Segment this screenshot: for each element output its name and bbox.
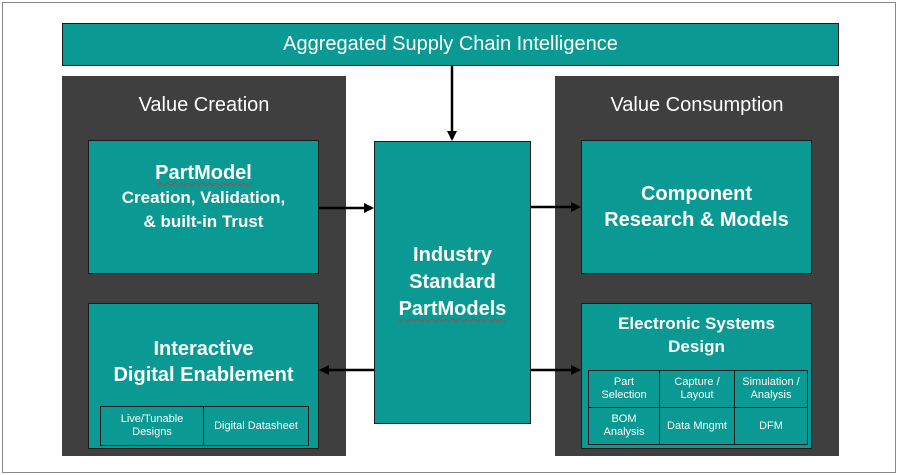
supply-chain-banner: Aggregated Supply Chain Intelligence [62, 23, 839, 66]
center-line3: PartModels [398, 298, 507, 320]
esd-line1: Electronic Systems [618, 314, 775, 333]
dfm-cell: DFM [734, 407, 808, 445]
partmodel-line2: & built-in Trust [143, 212, 264, 231]
research-line2: Research & Models [604, 209, 789, 231]
cell-label: Simulation / Analysis [742, 376, 800, 401]
center-line1: Industry [413, 244, 492, 266]
cell-label: DFM [759, 419, 783, 432]
enablement-line2: Digital Enablement [113, 364, 294, 386]
component-research-box: Component Research & Models [581, 140, 812, 274]
value-consumption-title: Value Consumption [610, 94, 784, 116]
part-selection-cell: Part Selection [588, 370, 660, 408]
digital-enablement-box: Interactive Digital Enablement Live/Tuna… [88, 303, 319, 449]
partmodel-line1: Creation, Validation, [121, 188, 286, 207]
digital-datasheet-cell: Digital Datasheet [203, 406, 309, 446]
cell-label: Data Mngmt [667, 419, 727, 432]
cell-label: Part Selection [601, 376, 647, 401]
bom-analysis-cell: BOM Analysis [588, 407, 660, 445]
value-creation-title: Value Creation [138, 94, 270, 116]
research-line1: Component [640, 183, 753, 205]
center-line2: Standard [409, 271, 496, 293]
electronic-systems-design-box: Electronic Systems Design Part Selection… [581, 303, 812, 449]
cell-label: Live/Tunable Designs [120, 413, 184, 438]
capture-layout-cell: Capture / Layout [659, 370, 735, 408]
banner-title: Aggregated Supply Chain Intelligence [283, 33, 618, 55]
cell-label: Capture / Layout [674, 376, 720, 401]
enablement-line1: Interactive [153, 338, 254, 360]
data-mngmt-cell: Data Mngmt [659, 407, 735, 445]
partmodel-heading: PartModel [155, 162, 252, 184]
simulation-analysis-cell: Simulation / Analysis [734, 370, 808, 408]
industry-standard-box: Industry Standard PartModels [374, 141, 531, 424]
esd-line2: Design [668, 337, 725, 356]
live-tunable-designs-cell: Live/Tunable Designs [100, 406, 204, 446]
partmodel-box: PartModel Creation, Validation, & built-… [88, 140, 319, 274]
cell-label: BOM Analysis [603, 413, 645, 438]
cell-label: Digital Datasheet [214, 419, 298, 432]
